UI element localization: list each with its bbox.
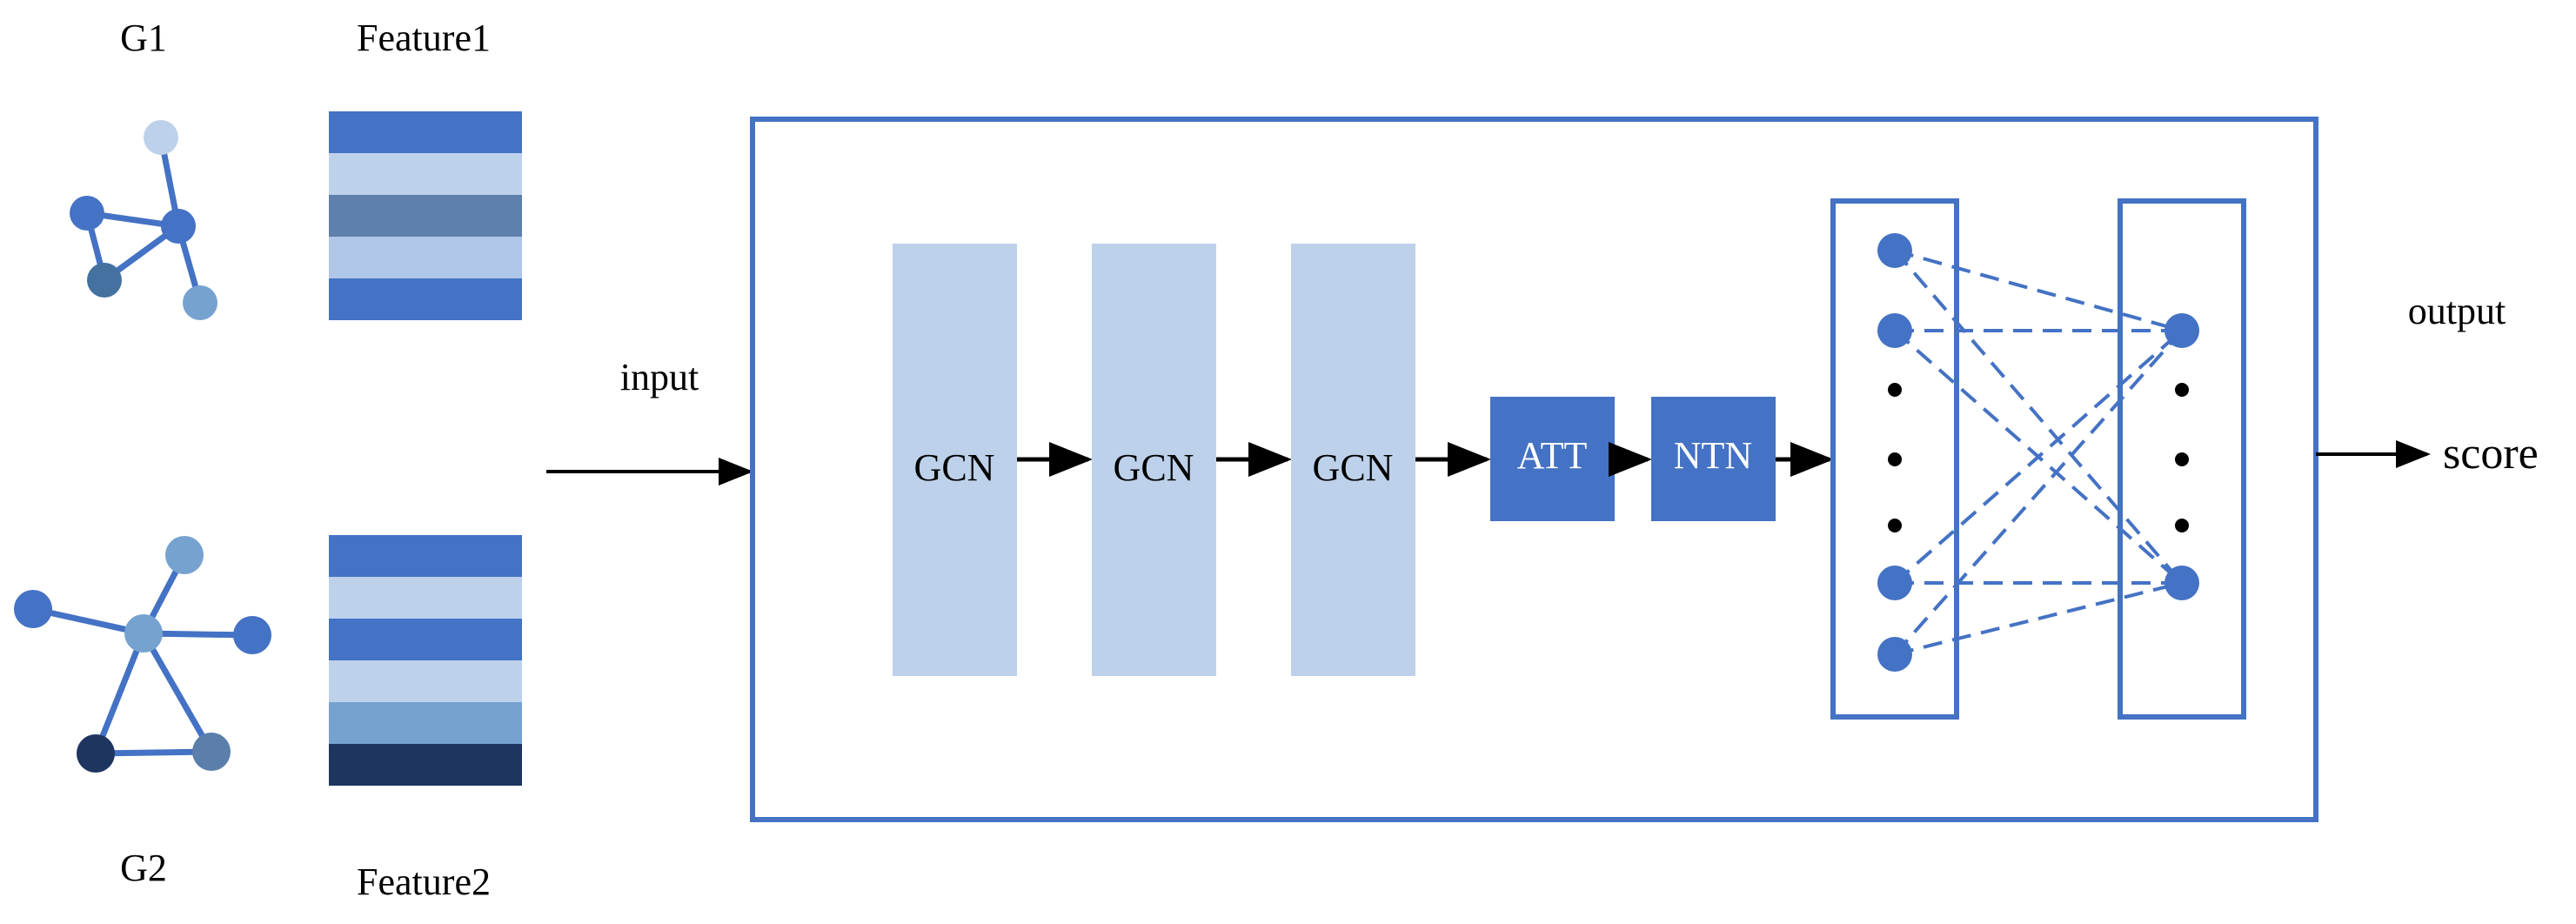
ellipsis-dot bbox=[1888, 452, 1902, 466]
neuron bbox=[1877, 566, 1912, 600]
feature1-row bbox=[329, 278, 522, 320]
ntn-layer-label: NTN bbox=[1674, 434, 1752, 477]
att-layer: ATT bbox=[1490, 397, 1615, 521]
g2-node bbox=[192, 733, 231, 771]
output-label: output bbox=[2408, 290, 2506, 332]
feature1-row bbox=[329, 237, 522, 278]
g1-node bbox=[144, 120, 178, 155]
neuron bbox=[2165, 313, 2199, 348]
fc-output-column bbox=[2118, 198, 2246, 720]
feature2-matrix bbox=[329, 535, 522, 786]
fc-input-neurons bbox=[1877, 233, 1912, 672]
feature2-row bbox=[329, 702, 522, 744]
neuron bbox=[1877, 637, 1912, 672]
feature1-row bbox=[329, 153, 522, 195]
ntn-layer: NTN bbox=[1651, 397, 1776, 521]
neuron bbox=[2165, 566, 2199, 600]
feature2-row bbox=[329, 619, 522, 660]
neuron bbox=[1877, 313, 1912, 348]
gcn-layer-1: GCN bbox=[893, 244, 1017, 676]
g2-node bbox=[233, 616, 271, 654]
gcn-layer-1-label: GCN bbox=[914, 446, 995, 489]
ellipsis-dot bbox=[2175, 452, 2189, 466]
g1-node bbox=[161, 209, 196, 244]
feature2-row bbox=[329, 744, 522, 786]
g2-node bbox=[165, 536, 204, 574]
model-container bbox=[750, 117, 2318, 822]
ellipsis-dot bbox=[2175, 519, 2189, 532]
feature1-row bbox=[329, 195, 522, 237]
graph-g1 bbox=[70, 120, 217, 320]
neuron bbox=[1877, 233, 1912, 268]
gcn-layer-2: GCN bbox=[1092, 244, 1216, 676]
g1-node bbox=[183, 285, 217, 320]
feature2-row bbox=[329, 577, 522, 619]
feature2-row bbox=[329, 535, 522, 577]
score-label: score bbox=[2443, 429, 2539, 479]
g1-node bbox=[87, 263, 122, 298]
ellipsis-dot bbox=[1888, 383, 1902, 397]
g1-node bbox=[70, 196, 104, 231]
fc-connections bbox=[1893, 249, 2184, 656]
g2-label: G2 bbox=[120, 847, 167, 889]
g2-node bbox=[77, 734, 115, 773]
input-label: input bbox=[620, 356, 699, 398]
feature2-row bbox=[329, 660, 522, 702]
ellipsis-dot bbox=[1888, 519, 1902, 532]
g2-node bbox=[124, 614, 163, 653]
g2-node bbox=[14, 590, 52, 628]
gcn-layer-3-label: GCN bbox=[1313, 446, 1394, 489]
gcn-layer-3: GCN bbox=[1291, 244, 1415, 676]
fc-input-column bbox=[1830, 198, 1959, 720]
feature1-row bbox=[329, 111, 522, 153]
gcn-layer-2-label: GCN bbox=[1114, 446, 1194, 489]
feature1-matrix bbox=[329, 111, 522, 320]
g1-label: G1 bbox=[120, 17, 167, 59]
fc-output-neurons bbox=[2165, 313, 2199, 600]
graph-g2 bbox=[14, 536, 271, 773]
ellipsis-dot bbox=[2175, 383, 2189, 397]
feature2-label: Feature2 bbox=[357, 860, 491, 903]
feature1-label: Feature1 bbox=[357, 17, 491, 59]
att-layer-label: ATT bbox=[1517, 434, 1588, 477]
